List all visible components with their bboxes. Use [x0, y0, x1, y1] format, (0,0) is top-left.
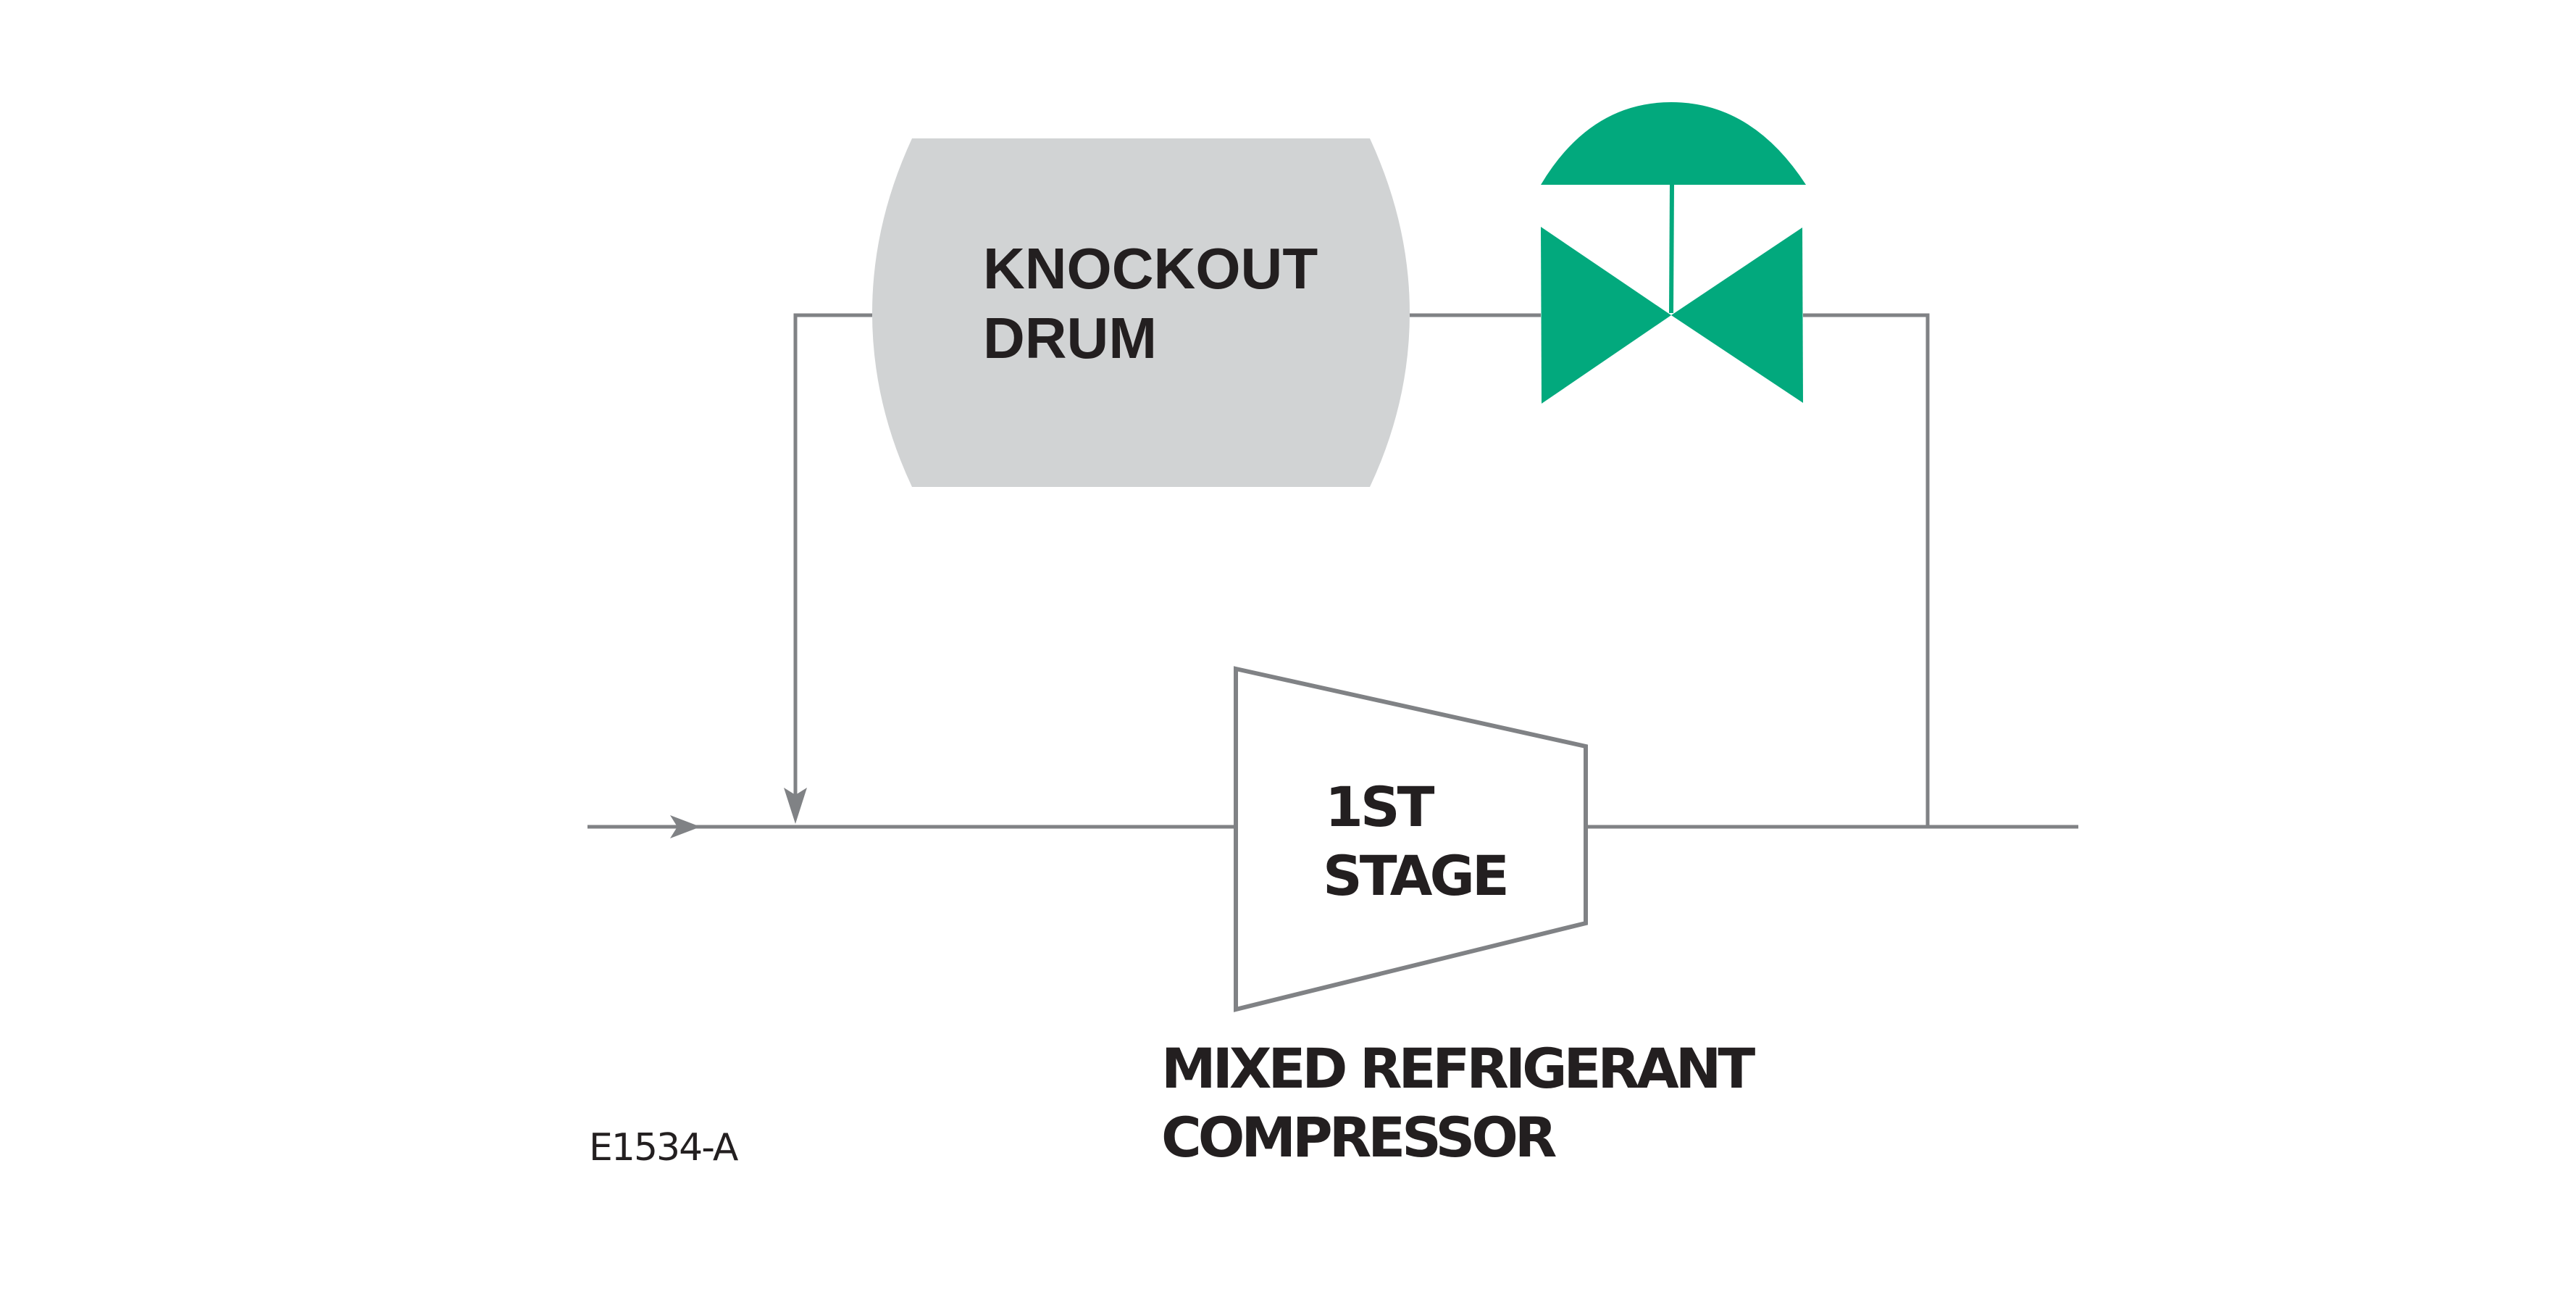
compressor-caption-line2: COMPRESSOR [1161, 1105, 1556, 1170]
compressor-caption-line1: MIXED REFRIGERANT [1161, 1036, 1755, 1101]
valve-body-right-triangle [1671, 228, 1803, 403]
compressor-stage-label-line1: 1ST [1325, 775, 1435, 839]
valve-body-left-triangle [1541, 227, 1671, 404]
inlet-flow-arrow-icon [670, 815, 701, 838]
knockout-drum-label-line1: KNOCKOUT [983, 236, 1318, 301]
control-valve-icon [1541, 102, 1806, 404]
knockout-drum-label-line2: DRUM [983, 306, 1157, 370]
compressor-body [1234, 666, 1588, 1012]
knockout-drum-body [872, 138, 1410, 487]
suction-return-arrow-icon [784, 788, 807, 824]
recycle-riser-pipe [1803, 313, 1930, 827]
compressor-stage-label-line2: STAGE [1323, 843, 1507, 908]
figure-id: E1534-A [589, 1126, 739, 1170]
drum-to-suction-pipe [793, 313, 872, 797]
compressor-1st-stage: 1ST STAGE [1234, 666, 1588, 1012]
valve-actuator-dome [1541, 102, 1806, 185]
knockout-drum: KNOCKOUT DRUM [872, 138, 1410, 487]
valve-stem [1669, 184, 1674, 314]
